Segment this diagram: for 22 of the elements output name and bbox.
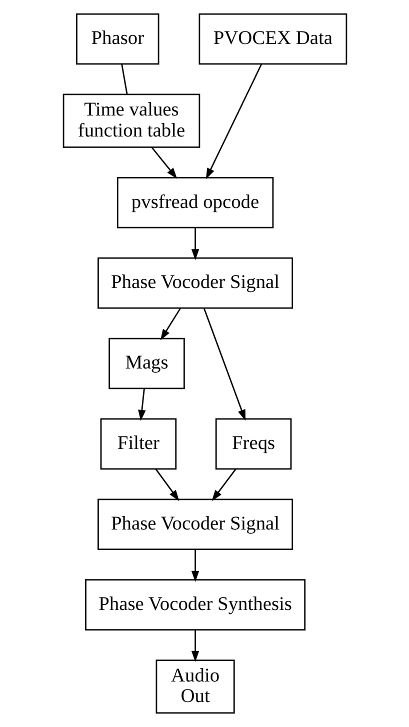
node-box: Mags	[108, 338, 184, 390]
node-box: Time values function table	[62, 94, 200, 148]
node-box: pvsfread opcode	[116, 176, 274, 228]
node-box: Audio Out	[155, 660, 234, 714]
arrow	[203, 308, 246, 421]
arrow	[138, 388, 146, 422]
node-box: PVOCEX Data	[198, 13, 347, 65]
node-box: Phasor	[76, 13, 159, 65]
node-box: Phase Vocoder Signal	[97, 498, 293, 550]
connector	[120, 64, 128, 94]
node-box: Phase Vocoder Signal	[97, 257, 293, 309]
arrow	[154, 468, 179, 502]
node-box: Phase Vocoder Synthesis	[84, 579, 306, 630]
arrow	[190, 549, 199, 582]
arrow	[160, 308, 181, 340]
arrow	[150, 146, 177, 179]
arrow	[205, 64, 262, 180]
arrow	[211, 468, 236, 502]
node-box: Freqs	[214, 418, 292, 470]
arrow	[190, 630, 199, 662]
arrow	[190, 228, 199, 260]
node-box: Filter	[100, 418, 176, 470]
